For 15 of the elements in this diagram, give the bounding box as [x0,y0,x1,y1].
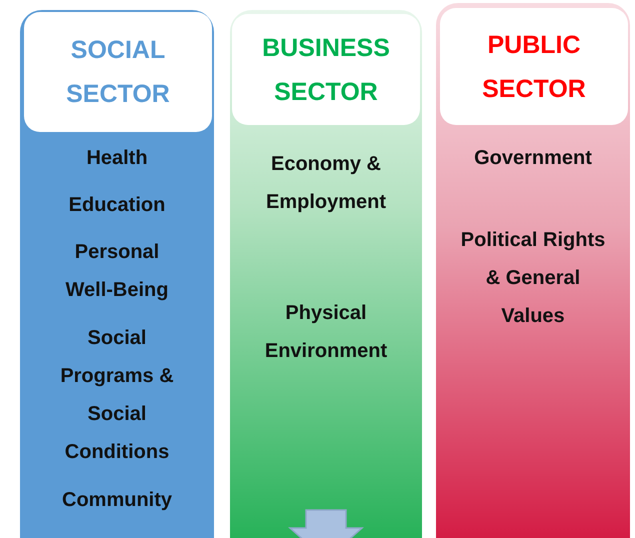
topic-label: Economy & Employment [264,152,388,215]
sector-heading: BUSINESS SECTOR [261,32,391,108]
topic-label: Government [473,146,593,171]
topic-label: Education [68,193,166,218]
sector-heading: PUBLIC SECTOR [481,30,587,104]
topic-label: Physical Environment [264,301,388,364]
topic-label: Community [61,488,173,513]
sector-column [230,10,422,538]
topic-label: Political Rights & General Values [460,228,606,329]
sector-column [20,10,214,538]
sector-heading: SOCIAL SECTOR [65,35,171,110]
topic-label: Health [85,146,149,171]
sector-column [436,3,630,538]
topic-label: Social Programs & Social Conditions [59,326,175,465]
topic-label: Personal Well-Being [64,240,170,303]
